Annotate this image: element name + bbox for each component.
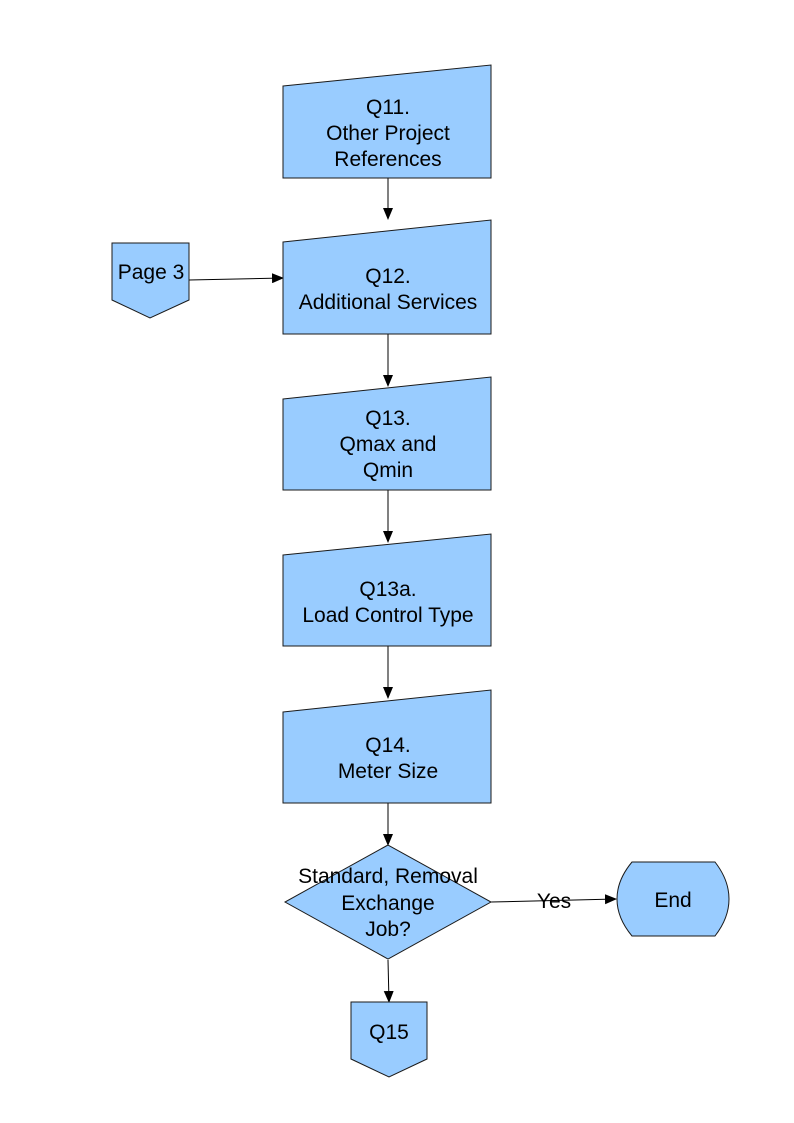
q13a-label-line1: Q13a. bbox=[359, 578, 416, 601]
q13-label-line1: Q13. bbox=[365, 407, 411, 430]
q12-label-line2: Additional Services bbox=[299, 291, 478, 314]
q12-label-line1: Q12. bbox=[365, 265, 411, 288]
node-decision: Standard, Removal Exchange Job? bbox=[283, 844, 493, 960]
node-page3: Page 3 bbox=[111, 242, 190, 319]
node-q13a: Q13a. Load Control Type bbox=[282, 533, 492, 647]
decision-label-line3: Job? bbox=[365, 918, 411, 941]
node-q13: Q13. Qmax and Qmin bbox=[282, 376, 492, 491]
connector-page3-q12 bbox=[188, 273, 284, 284]
q11-label-line1: Q11. bbox=[366, 96, 410, 119]
connector-decision-end bbox=[490, 894, 617, 905]
page3-label: Page 3 bbox=[118, 261, 185, 284]
q13-label-line2: Qmax and bbox=[340, 433, 437, 456]
q13a-label-line2: Load Control Type bbox=[302, 604, 473, 627]
connector-decision-q15 bbox=[383, 959, 394, 1003]
node-q14: Q14. Meter Size bbox=[282, 689, 492, 804]
q13-label-line3: Qmin bbox=[363, 459, 413, 482]
node-q15: Q15 bbox=[350, 1001, 428, 1078]
q15-label: Q15 bbox=[369, 1021, 409, 1044]
decision-label-line2: Exchange bbox=[341, 892, 434, 915]
decision-label-line1: Standard, Removal bbox=[298, 865, 478, 888]
q11-label-line2: Other Project bbox=[326, 122, 450, 145]
q14-label-line1: Q14. bbox=[365, 734, 411, 757]
edge-label-yes: Yes bbox=[537, 890, 571, 913]
node-q11: Q11. Other Project References bbox=[282, 64, 492, 179]
node-end: End bbox=[616, 861, 730, 937]
node-q12: Q12. Additional Services bbox=[282, 219, 492, 335]
end-label: End bbox=[654, 889, 691, 912]
q14-label-line2: Meter Size bbox=[338, 760, 438, 783]
q11-label-line3: References bbox=[334, 148, 441, 171]
